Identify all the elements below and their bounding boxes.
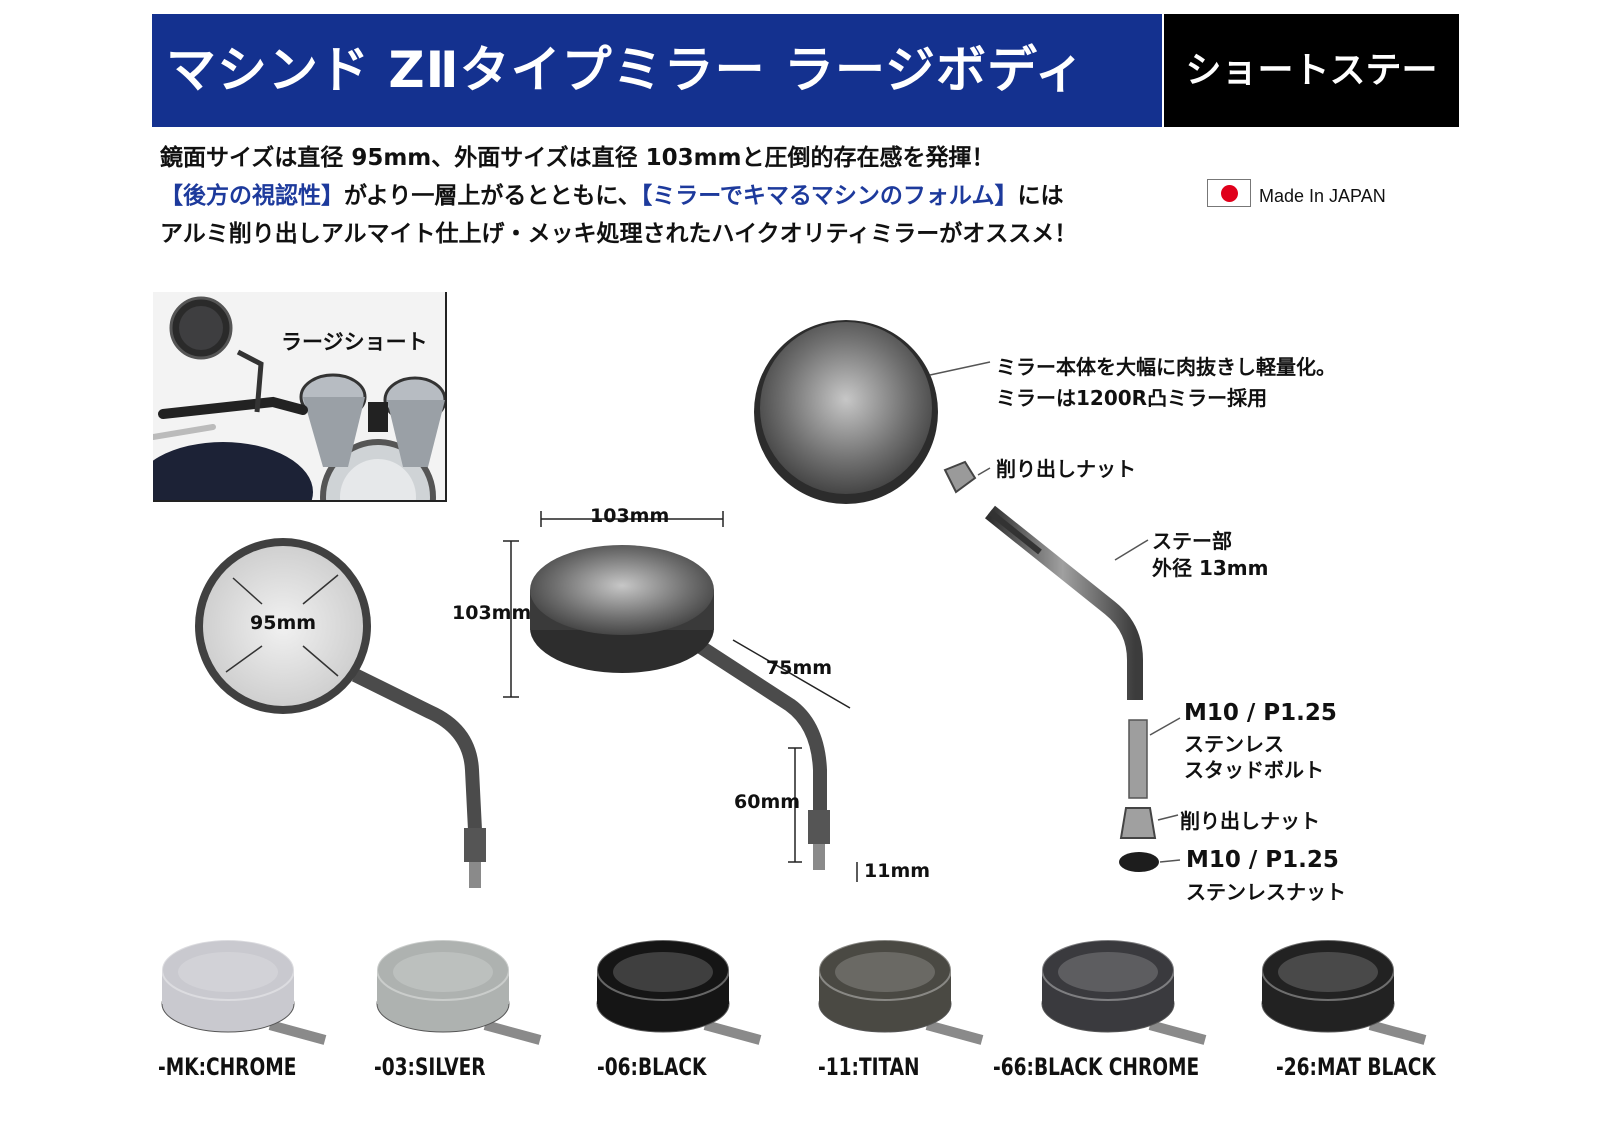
variant-label: -66:BLACK CHROME xyxy=(993,1053,1200,1081)
page-subtitle: ショートステー xyxy=(1164,14,1459,127)
part-stay-2: 外径 13mm xyxy=(1152,556,1269,580)
variant-swatch xyxy=(375,930,585,1050)
part-note-body-1: ミラー本体を大幅に肉抜きし軽量化。 xyxy=(996,355,1336,379)
exploded-parts-view xyxy=(754,320,1181,872)
part-bolt-name: スタッドボルト xyxy=(1184,758,1324,782)
part-bolt-material: ステンレス xyxy=(1184,732,1284,756)
dim-arm-length: 75mm xyxy=(766,657,833,679)
dim-body-height: 103mm xyxy=(452,602,532,624)
dim-stay-height: 60mm xyxy=(734,791,801,813)
page-title: マシンド ZⅡタイプミラー ラージボディ xyxy=(152,14,1162,127)
part-bolt-spec: M10 / P1.25 xyxy=(1184,700,1337,726)
highlight-form: 【ミラーでキマるマシンのフォルム】 xyxy=(640,183,1018,209)
part-nut-spec: M10 / P1.25 xyxy=(1186,847,1339,873)
made-in-japan-badge: Made In JAPAN xyxy=(1207,178,1386,208)
part-note-body-2: ミラーは1200R凸ミラー採用 xyxy=(996,386,1268,410)
mounted-photo: ラージショート xyxy=(153,292,447,502)
variant-swatch xyxy=(595,930,805,1050)
variant-label: -MK:CHROME xyxy=(158,1053,297,1081)
variant-swatch xyxy=(1260,930,1470,1050)
part-stay-1: ステー部 xyxy=(1152,529,1232,553)
variant-label: -03:SILVER xyxy=(374,1053,486,1081)
dim-body-width: 103mm xyxy=(590,505,670,527)
dim-mirror-diameter: 95mm xyxy=(250,612,317,634)
description-text: がより一層上がるとともに、 xyxy=(344,183,641,209)
mirror-front-view xyxy=(195,538,486,888)
description-line-2: 【後方の視認性】がより一層上がるとともに、【ミラーでキマるマシンのフォルム】には xyxy=(160,176,1063,210)
part-bottom-nut: 削り出しナット xyxy=(1180,809,1320,833)
motorcycle-photo-illustration xyxy=(153,292,445,500)
header-banner: マシンド ZⅡタイプミラー ラージボディ ショートステー xyxy=(152,14,1459,127)
variant-swatch xyxy=(817,930,1027,1050)
part-nut-name: ステンレスナット xyxy=(1186,880,1346,904)
highlight-visibility: 【後方の視認性】 xyxy=(160,183,344,209)
mirror-rear-view xyxy=(503,511,858,882)
description-line-1: 鏡面サイズは直径 95mm、外面サイズは直径 103mmと圧倒的存在感を発揮！ xyxy=(160,145,995,171)
variant-swatch xyxy=(160,930,370,1050)
photo-label: ラージショート xyxy=(281,330,428,354)
variant-label: -26:MAT BLACK xyxy=(1276,1053,1436,1081)
variant-label: -11:TITAN xyxy=(818,1053,920,1081)
description-text: には xyxy=(1017,183,1064,209)
variant-swatch xyxy=(1040,930,1250,1050)
description-line-3: アルミ削り出しアルマイト仕上げ・メッキ処理されたハイクオリティミラーがオススメ！ xyxy=(160,221,1078,247)
variant-label: -06:BLACK xyxy=(597,1053,707,1081)
part-top-nut: 削り出しナット xyxy=(996,457,1136,481)
made-in-label: Made In JAPAN xyxy=(1259,185,1386,206)
dim-thread-length: 11mm xyxy=(864,860,931,882)
japan-flag-icon xyxy=(1207,179,1251,207)
